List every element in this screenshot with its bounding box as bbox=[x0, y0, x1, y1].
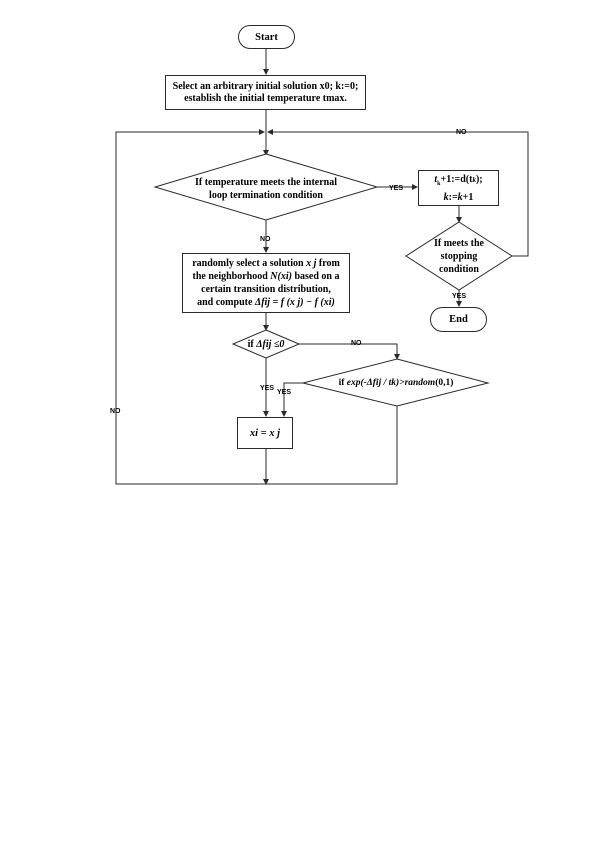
arrow-delta-no bbox=[299, 343, 400, 360]
stop-condition-text: If meets the stopping condition bbox=[421, 236, 497, 276]
label-yes-exp: YES bbox=[277, 389, 292, 396]
arrow-outer-loop bbox=[115, 129, 266, 485]
select-line1: randomly select a solution x j from bbox=[192, 258, 340, 269]
stop-cond-line2: stopping bbox=[440, 250, 478, 262]
delta-condition-text: if Δfij ≤0 bbox=[247, 338, 285, 350]
label-no-inner: NO bbox=[260, 236, 271, 243]
label-no-outer: NO bbox=[110, 408, 121, 415]
init-line2: establish the initial temperature tmax. bbox=[184, 92, 347, 104]
inner-cond-line1: If temperature meets the internal bbox=[195, 177, 337, 188]
init-box: Select an arbitrary initial solution x0;… bbox=[165, 75, 366, 110]
delta-condition-diamond bbox=[231, 329, 301, 359]
start-terminal: Start bbox=[238, 25, 295, 49]
label-yes-delta: YES bbox=[260, 385, 275, 392]
select-line2: the neighborhood N(xi) based on a bbox=[192, 271, 340, 282]
select-solution-box: randomly select a solution x j from the … bbox=[182, 253, 350, 313]
label-no-delta: NO bbox=[351, 340, 362, 347]
stop-condition-diamond bbox=[405, 221, 513, 291]
end-label: End bbox=[449, 314, 468, 325]
label-no-stop: NO bbox=[456, 129, 467, 136]
inner-condition-text: If temperature meets the internal loop t… bbox=[175, 176, 357, 202]
exp-condition-text: if exp(-Δfij / tk)>random(0,1) bbox=[338, 377, 454, 388]
inner-cond-line2: loop termination condition bbox=[209, 190, 323, 201]
stop-cond-line1: If meets the bbox=[434, 237, 484, 249]
arrow-stop-no-loop bbox=[267, 129, 529, 257]
assign-label: xi = x j bbox=[249, 427, 281, 439]
update-line2: k:=k+1 bbox=[443, 191, 474, 203]
exp-condition-diamond bbox=[302, 358, 490, 407]
assign-box: xi = x j bbox=[237, 417, 293, 449]
update-box: tk+1:=d(tk); k:=k+1 bbox=[418, 170, 499, 206]
end-terminal: End bbox=[430, 307, 487, 332]
start-label: Start bbox=[255, 31, 278, 43]
select-line4: and compute Δfij = f (x j) − f (xi) bbox=[197, 297, 335, 308]
update-line1: tk+1:=d(tk); bbox=[434, 173, 483, 187]
init-line1: Select an arbitrary initial solution x0;… bbox=[172, 80, 359, 92]
label-yes-inner: YES bbox=[389, 185, 404, 192]
arrow-exp-yes bbox=[281, 382, 303, 417]
inner-condition-diamond bbox=[153, 153, 379, 221]
line-exp-no bbox=[266, 405, 398, 485]
label-yes-stop: YES bbox=[452, 293, 467, 300]
select-line3: certain transition distribution, bbox=[201, 284, 331, 295]
stop-cond-line3: condition bbox=[438, 263, 479, 275]
